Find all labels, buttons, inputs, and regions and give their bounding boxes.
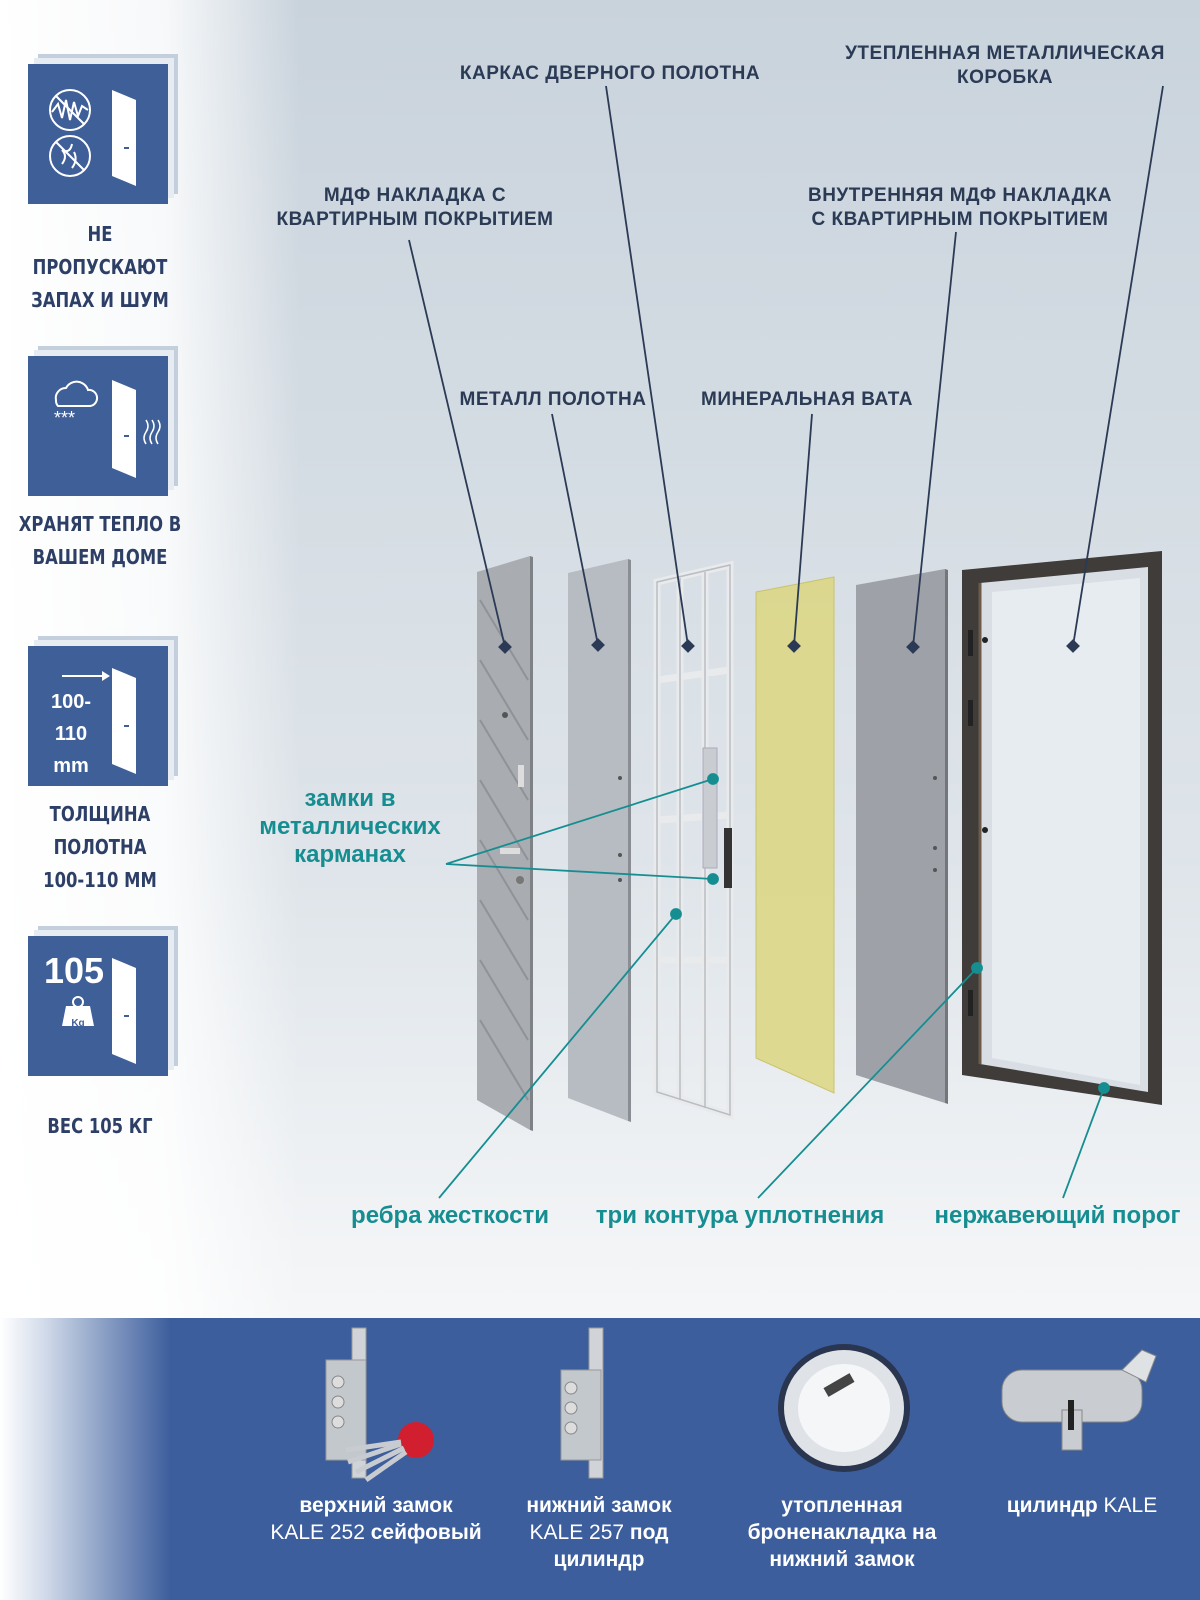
mdf-inner-panel	[856, 569, 948, 1104]
cylinder-icon	[1001, 1349, 1157, 1451]
callout-wool: МИНЕРАЛЬНАЯ ВАТА	[701, 389, 913, 410]
armor-plate-icon	[778, 1344, 910, 1472]
metal-door-frame	[962, 551, 1162, 1105]
door-exploded-diagram	[408, 85, 1164, 1199]
feature-card-thickness: 100-110 mm	[28, 646, 168, 786]
lower-lock-label: нижний замок KALE 257 под цилиндр	[526, 1494, 672, 1571]
lower-lock-icon	[560, 1327, 604, 1479]
callout-carcass: КАРКАС ДВЕРНОГО ПОЛОТНА	[459, 63, 761, 84]
door-carcass-frame	[653, 560, 734, 1120]
highlight-seals: три контура уплотнения	[595, 1202, 885, 1229]
feature-label-weight: ВЕС 105 КГ	[47, 1114, 153, 1138]
highlight-ribs: ребра жесткости	[351, 1202, 549, 1229]
feature-card-heat: ***	[28, 356, 168, 496]
weight-icon-number: 105	[43, 950, 105, 991]
feature-card-noise	[28, 64, 168, 204]
weight-icon	[62, 958, 136, 1064]
cylinder-label: цилиндр KALE	[1006, 1494, 1158, 1517]
svg-text:***: ***	[54, 408, 75, 428]
feature-card-weight: 105 Kg	[28, 936, 168, 1076]
thickness-icon-text: 100-110 mm	[50, 691, 92, 777]
upper-lock-icon	[325, 1327, 434, 1483]
callout-metal: МЕТАЛЛ ПОЛОТНА	[459, 389, 647, 410]
upper-lock-label: верхний замок KALE 252 сейфовый	[270, 1494, 482, 1544]
metal-panel	[568, 559, 631, 1122]
weight-icon-unit: Kg	[71, 1018, 85, 1029]
highlight-threshold: нержавеющий порог	[934, 1202, 1181, 1229]
thickness-icon	[62, 668, 136, 774]
armor-plate-label: утопленная броненакладка на нижний замок	[747, 1494, 937, 1571]
snow-heat-icon: ***	[54, 380, 161, 478]
mineral-wool-panel	[756, 577, 834, 1093]
mdf-outer-panel	[477, 556, 533, 1131]
noise-smell-block-icon	[49, 89, 136, 186]
